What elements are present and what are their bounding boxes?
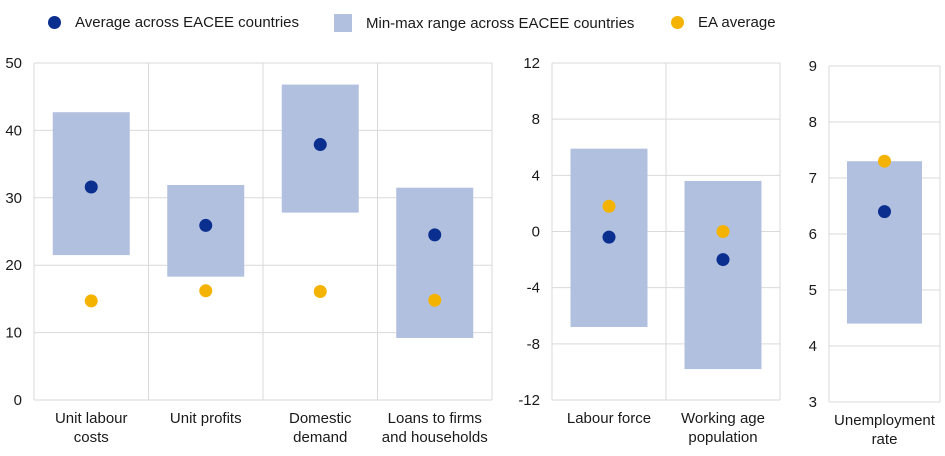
y-tick-label: 0 (532, 224, 540, 241)
average-point (878, 205, 891, 219)
ea-average-point (716, 225, 730, 238)
y-tick-label: 6 (809, 226, 817, 243)
average-point (716, 253, 730, 267)
average-point (199, 218, 213, 232)
chart-legend: Average across EACEE countries Min-max r… (0, 14, 945, 38)
range-box (684, 180, 762, 370)
y-tick-label: 8 (532, 111, 540, 128)
category-label: Labour force (567, 410, 651, 427)
y-tick-label: 20 (5, 257, 22, 274)
legend-item-range: Min-max range across EACEE countries (334, 14, 634, 32)
ea-average-point (428, 293, 442, 307)
ea-average-point (199, 284, 213, 298)
legend-item-average: Average across EACEE countries (48, 14, 299, 31)
ea-average-point (84, 294, 98, 308)
y-tick-label: 12 (523, 55, 540, 72)
y-tick-label: -4 (527, 280, 540, 297)
legend-label-ea: EA average (698, 14, 776, 31)
y-tick-label: 0 (14, 392, 22, 409)
average-point (313, 138, 327, 152)
y-tick-label: 8 (809, 114, 817, 131)
y-tick-label: 7 (809, 170, 817, 187)
y-tick-label: 5 (809, 282, 817, 299)
legend-label-range: Min-max range across EACEE countries (366, 14, 635, 32)
range-box (847, 161, 922, 324)
category-label: Unit profits (170, 410, 242, 427)
average-point (84, 180, 98, 194)
legend-label-average: Average across EACEE countries (75, 14, 299, 31)
y-tick-label: 3 (809, 394, 817, 411)
y-tick-label: 50 (5, 55, 22, 72)
ea-average-point (313, 284, 327, 298)
average-point (602, 230, 616, 244)
average-marker-icon (48, 16, 61, 29)
y-tick-label: 10 (5, 325, 22, 342)
y-tick-label: 4 (532, 167, 540, 184)
average-point (428, 228, 442, 242)
y-tick-label: 40 (5, 122, 22, 139)
y-tick-label: 9 (809, 58, 817, 75)
ea-average-point (878, 154, 891, 168)
y-tick-label: 4 (809, 338, 817, 355)
range-box (396, 187, 474, 338)
legend-item-ea: EA average (671, 14, 776, 31)
y-tick-label: -8 (527, 336, 540, 353)
ea-marker-icon (671, 16, 684, 29)
y-tick-label: -12 (518, 392, 540, 409)
ea-average-point (602, 199, 616, 213)
y-tick-label: 30 (5, 190, 22, 207)
range-marker-icon (334, 14, 352, 32)
